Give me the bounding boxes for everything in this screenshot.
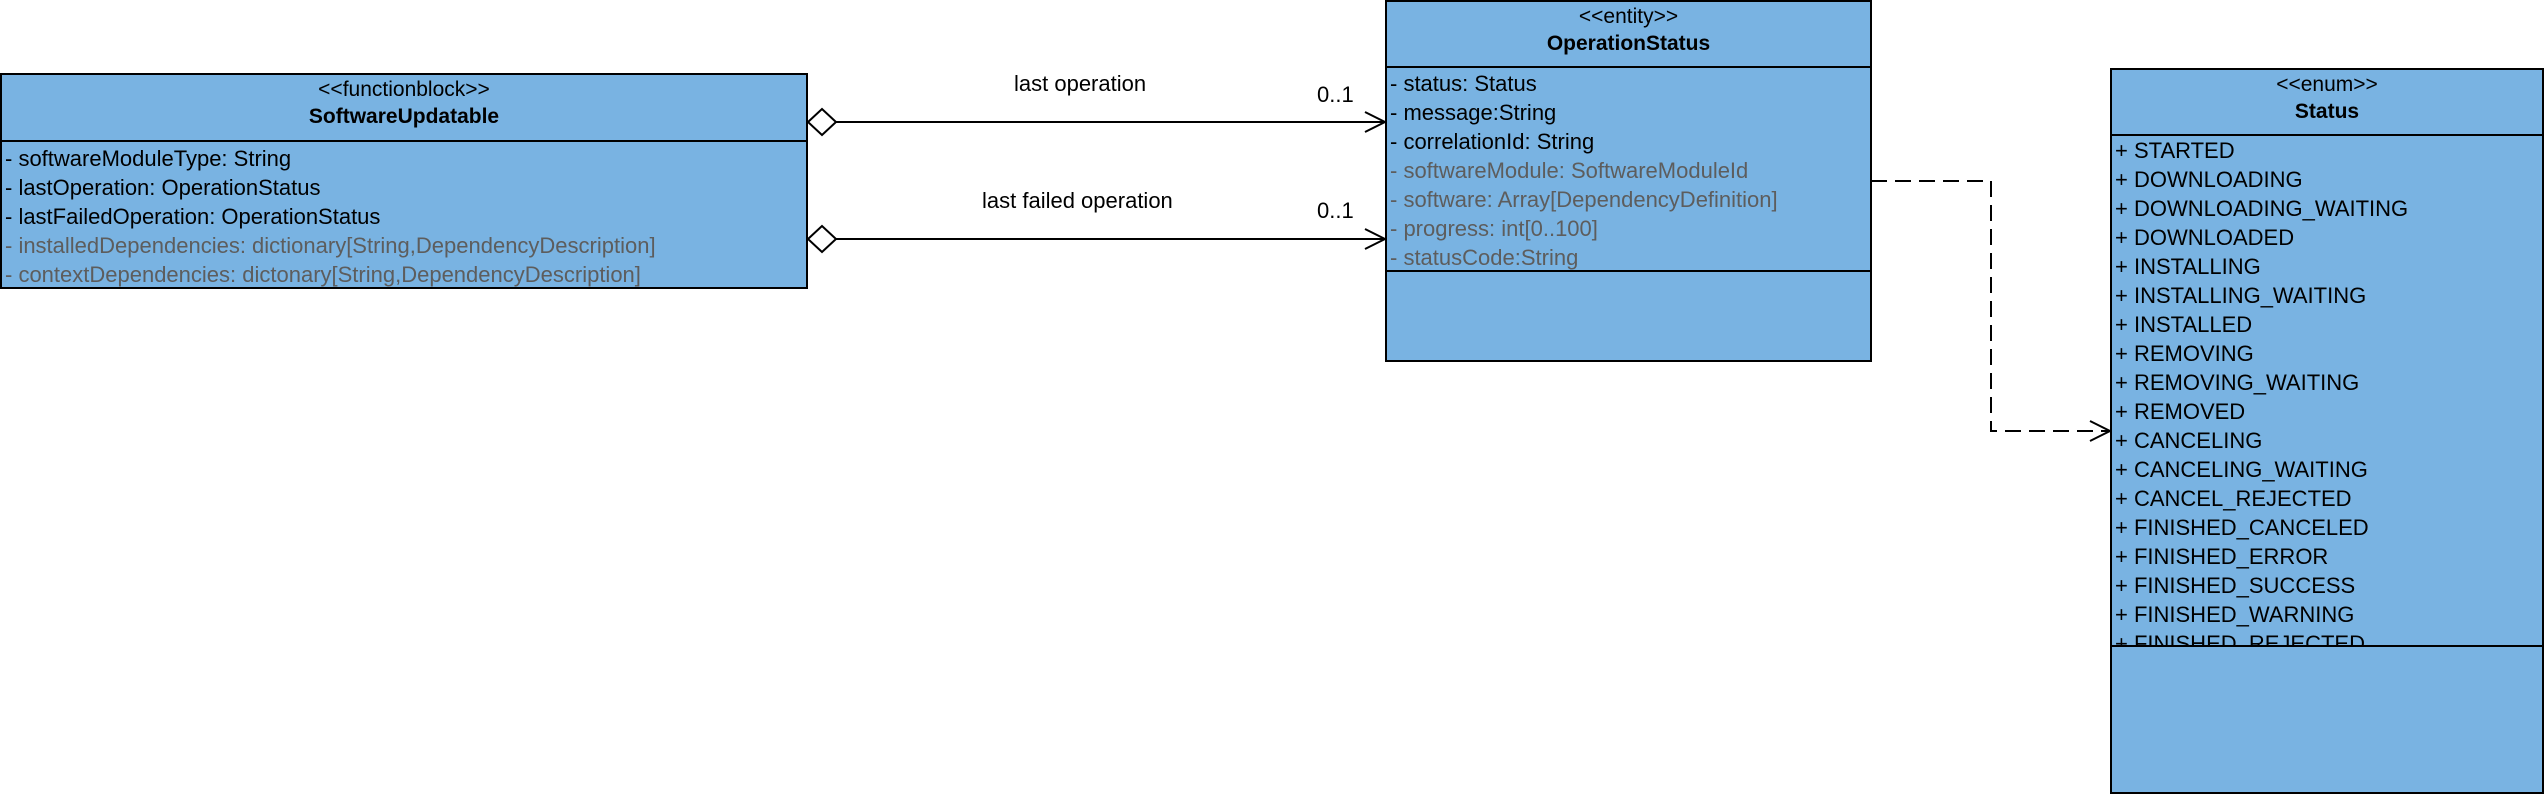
class-name: Status bbox=[2294, 100, 2360, 123]
attribute-list: - softwareModuleType: String - lastOpera… bbox=[2, 142, 806, 289]
attribute-item: - statusCode:String bbox=[1390, 245, 1579, 270]
last-failed-operation-multiplicity: 0..1 bbox=[1317, 198, 1354, 223]
last-operation-multiplicity: 0..1 bbox=[1317, 82, 1354, 107]
attribute-item: - message:String bbox=[1390, 100, 1557, 125]
enum-literal: + STARTED bbox=[2115, 138, 2235, 163]
enum-literal: + FINISHED_SUCCESS bbox=[2115, 573, 2356, 598]
enum-literal: + CANCELING bbox=[2115, 428, 2263, 453]
attribute-list: - status: Status - message:String - corr… bbox=[1387, 68, 1870, 272]
enum-literal: + CANCEL_REJECTED bbox=[2115, 486, 2352, 511]
aggregation-diamond-icon bbox=[806, 224, 838, 254]
attribute-item: - installedDependencies: dictionary[Stri… bbox=[5, 233, 656, 258]
attribute-item: - correlationId: String bbox=[1390, 129, 1595, 154]
enum-literal: + CANCELING_WAITING bbox=[2115, 457, 2368, 482]
enum-literal: + DOWNLOADED bbox=[2115, 225, 2295, 250]
enum-literal-list: + STARTED + DOWNLOADING + DOWNLOADING_WA… bbox=[2112, 136, 2542, 647]
enum-literal: + REMOVING bbox=[2115, 341, 2254, 366]
software-updatable-class[interactable]: <<functionblock>> SoftwareUpdatable - so… bbox=[0, 73, 808, 289]
status-dependency-line bbox=[1871, 180, 2110, 432]
class-name: SoftwareUpdatable bbox=[308, 105, 500, 128]
attribute-item: - lastOperation: OperationStatus bbox=[5, 175, 321, 200]
enum-literal: + INSTALLED bbox=[2115, 312, 2253, 337]
aggregation-diamond-icon bbox=[806, 107, 838, 137]
last-operation-label: last operation bbox=[1014, 71, 1147, 96]
attribute-item: - status: Status bbox=[1390, 71, 1537, 96]
enum-literal: + REMOVING_WAITING bbox=[2115, 370, 2360, 395]
enum-literal: + DOWNLOADING_WAITING bbox=[2115, 196, 2409, 221]
class-header: <<entity>> OperationStatus bbox=[1387, 2, 1870, 68]
attribute-item: - software: Array[DependencyDefinition] bbox=[1390, 187, 1778, 212]
class-stereotype: <<functionblock>> bbox=[318, 78, 490, 101]
class-stereotype: <<enum>> bbox=[2276, 73, 2378, 96]
enum-literal: + FINISHED_REJECTED bbox=[2115, 631, 2365, 647]
enum-literal: + FINISHED_ERROR bbox=[2115, 544, 2329, 569]
enum-literal: + REMOVED bbox=[2115, 399, 2246, 424]
class-header: <<functionblock>> SoftwareUpdatable bbox=[2, 75, 806, 142]
attribute-item: - lastFailedOperation: OperationStatus bbox=[5, 204, 381, 229]
enum-literal: + FINISHED_WARNING bbox=[2115, 602, 2355, 627]
operation-status-class[interactable]: <<entity>> OperationStatus - status: Sta… bbox=[1385, 0, 1872, 362]
attribute-item: - softwareModuleType: String bbox=[5, 146, 292, 171]
class-stereotype: <<entity>> bbox=[1578, 5, 1679, 28]
enum-literal: + FINISHED_CANCELED bbox=[2115, 515, 2369, 540]
last-failed-operation-label: last failed operation bbox=[982, 188, 1173, 213]
class-name: OperationStatus bbox=[1546, 32, 1711, 55]
status-enum-class[interactable]: <<enum>> Status + STARTED + DOWNLOADING … bbox=[2110, 68, 2544, 794]
attribute-item: - contextDependencies: dictonary[String,… bbox=[5, 262, 641, 287]
class-header: <<enum>> Status bbox=[2112, 70, 2542, 136]
attribute-item: - progress: int[0..100] bbox=[1390, 216, 1598, 241]
enum-literal: + DOWNLOADING bbox=[2115, 167, 2303, 192]
enum-literal: + INSTALLING_WAITING bbox=[2115, 283, 2367, 308]
enum-literal: + INSTALLING bbox=[2115, 254, 2261, 279]
attribute-item: - softwareModule: SoftwareModuleId bbox=[1390, 158, 1749, 183]
